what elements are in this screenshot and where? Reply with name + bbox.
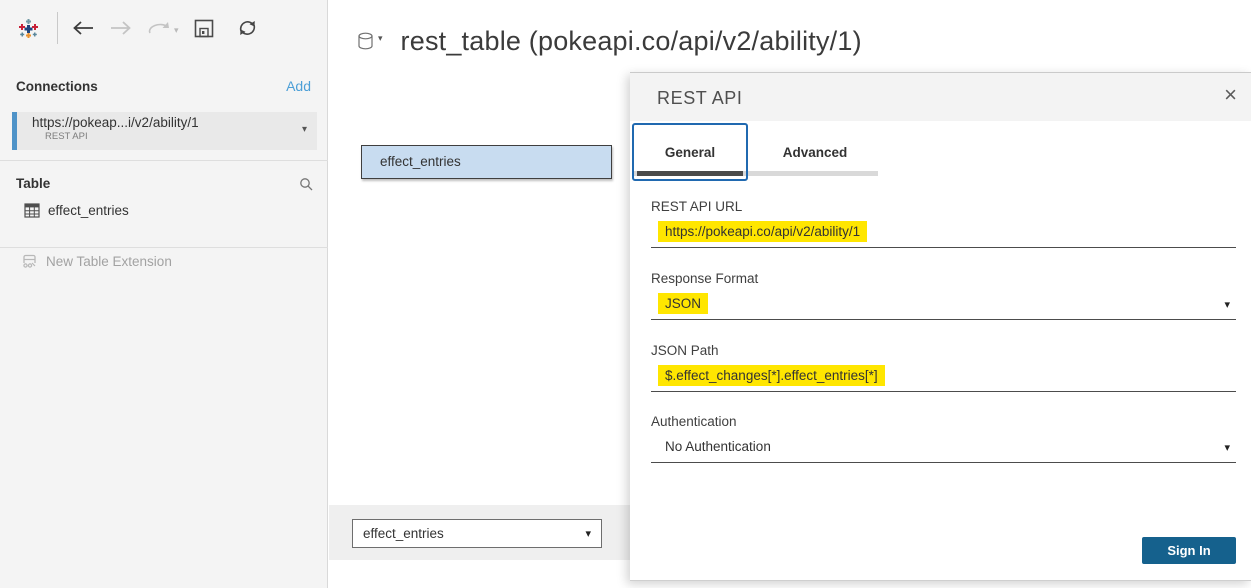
- redo-dropdown-caret[interactable]: ▾: [174, 24, 179, 35]
- sidebar-table-effect-entries[interactable]: effect_entries: [24, 203, 129, 218]
- refresh-button[interactable]: [233, 13, 263, 43]
- rest-api-dialog: REST API × General Advanced REST API URL…: [630, 72, 1251, 581]
- rest-api-url-input[interactable]: https://pokeapi.co/api/v2/ability/1: [651, 221, 1236, 248]
- database-icon: [357, 32, 374, 52]
- table-selector-caret-icon: ▾: [585, 528, 591, 540]
- connection-item[interactable]: https://pokeap...i/v2/ability/1 REST API…: [12, 112, 317, 150]
- selected-tab-indicator: [637, 171, 743, 176]
- tab-advanced[interactable]: Advanced: [752, 123, 878, 181]
- tab-advanced-label: Advanced: [782, 144, 848, 160]
- dialog-title: REST API: [657, 88, 743, 108]
- page-title: rest_table (pokeapi.co/api/v2/ability/1): [400, 26, 862, 56]
- table-extension-icon: [21, 253, 38, 269]
- database-caret-icon[interactable]: ▾: [378, 33, 383, 43]
- connection-type: REST API: [45, 131, 88, 142]
- json-path-input[interactable]: $.effect_changes[*].effect_entries[*]: [651, 365, 1236, 392]
- field-authentication: Authentication No Authentication ▾: [651, 414, 1236, 463]
- connection-caret-icon[interactable]: ▾: [301, 124, 307, 135]
- connections-title: Connections: [16, 79, 98, 94]
- close-icon[interactable]: ×: [1224, 82, 1237, 107]
- back-button[interactable]: [68, 13, 98, 43]
- save-button[interactable]: [189, 13, 219, 43]
- field-label: REST API URL: [651, 199, 743, 214]
- new-table-extension-label: New Table Extension: [46, 253, 172, 269]
- table-grid-icon: [24, 203, 40, 218]
- connection-name: https://pokeap...i/v2/ability/1: [32, 115, 199, 130]
- field-rest-api-url: REST API URL https://pokeapi.co/api/v2/a…: [651, 199, 1236, 248]
- add-connection-link[interactable]: Add: [286, 78, 311, 94]
- main-toolbar: ▾: [0, 0, 327, 56]
- search-icon[interactable]: [299, 177, 313, 191]
- left-sidebar: ▾ Connections Add https://pokeap...i/v2/…: [0, 0, 328, 588]
- tableau-logo-icon: [13, 13, 43, 43]
- forward-button[interactable]: [106, 13, 136, 43]
- new-table-extension-item[interactable]: New Table Extension: [21, 253, 172, 269]
- table-item-label: effect_entries: [48, 203, 129, 218]
- table-selector-value: effect_entries: [363, 526, 444, 541]
- table-selector-dropdown[interactable]: effect_entries ▾: [352, 519, 602, 548]
- chevron-down-icon[interactable]: ▾: [1224, 442, 1230, 454]
- datasource-title-row: ▾ rest_table (pokeapi.co/api/v2/ability/…: [357, 26, 862, 57]
- tab-general-label: General: [664, 144, 716, 160]
- toolbar-divider: [57, 12, 58, 44]
- response-format-select[interactable]: JSON ▾: [651, 293, 1236, 320]
- canvas-table-node[interactable]: effect_entries: [361, 145, 612, 179]
- sidebar-divider: [0, 247, 328, 248]
- table-section-header: Table: [16, 176, 313, 191]
- rest-api-url-value[interactable]: https://pokeapi.co/api/v2/ability/1: [658, 221, 868, 242]
- tab-track: [634, 171, 878, 176]
- response-format-value[interactable]: JSON: [658, 293, 709, 314]
- connections-header: Connections Add: [16, 78, 311, 94]
- sign-in-button[interactable]: Sign In: [1142, 537, 1236, 564]
- dialog-header: REST API ×: [630, 73, 1251, 121]
- json-path-value[interactable]: $.effect_changes[*].effect_entries[*]: [658, 365, 885, 386]
- sidebar-divider: [0, 160, 328, 161]
- authentication-value[interactable]: No Authentication: [665, 439, 771, 454]
- authentication-select[interactable]: No Authentication ▾: [651, 436, 1236, 463]
- redo-button[interactable]: [144, 13, 174, 43]
- field-label: Authentication: [651, 414, 737, 429]
- field-label: JSON Path: [651, 343, 719, 358]
- field-label: Response Format: [651, 271, 759, 286]
- field-json-path: JSON Path $.effect_changes[*].effect_ent…: [651, 343, 1236, 392]
- table-section-title: Table: [16, 176, 51, 191]
- field-response-format: Response Format JSON ▾: [651, 271, 1236, 320]
- chevron-down-icon[interactable]: ▾: [1224, 299, 1230, 311]
- tab-general[interactable]: General: [632, 123, 748, 181]
